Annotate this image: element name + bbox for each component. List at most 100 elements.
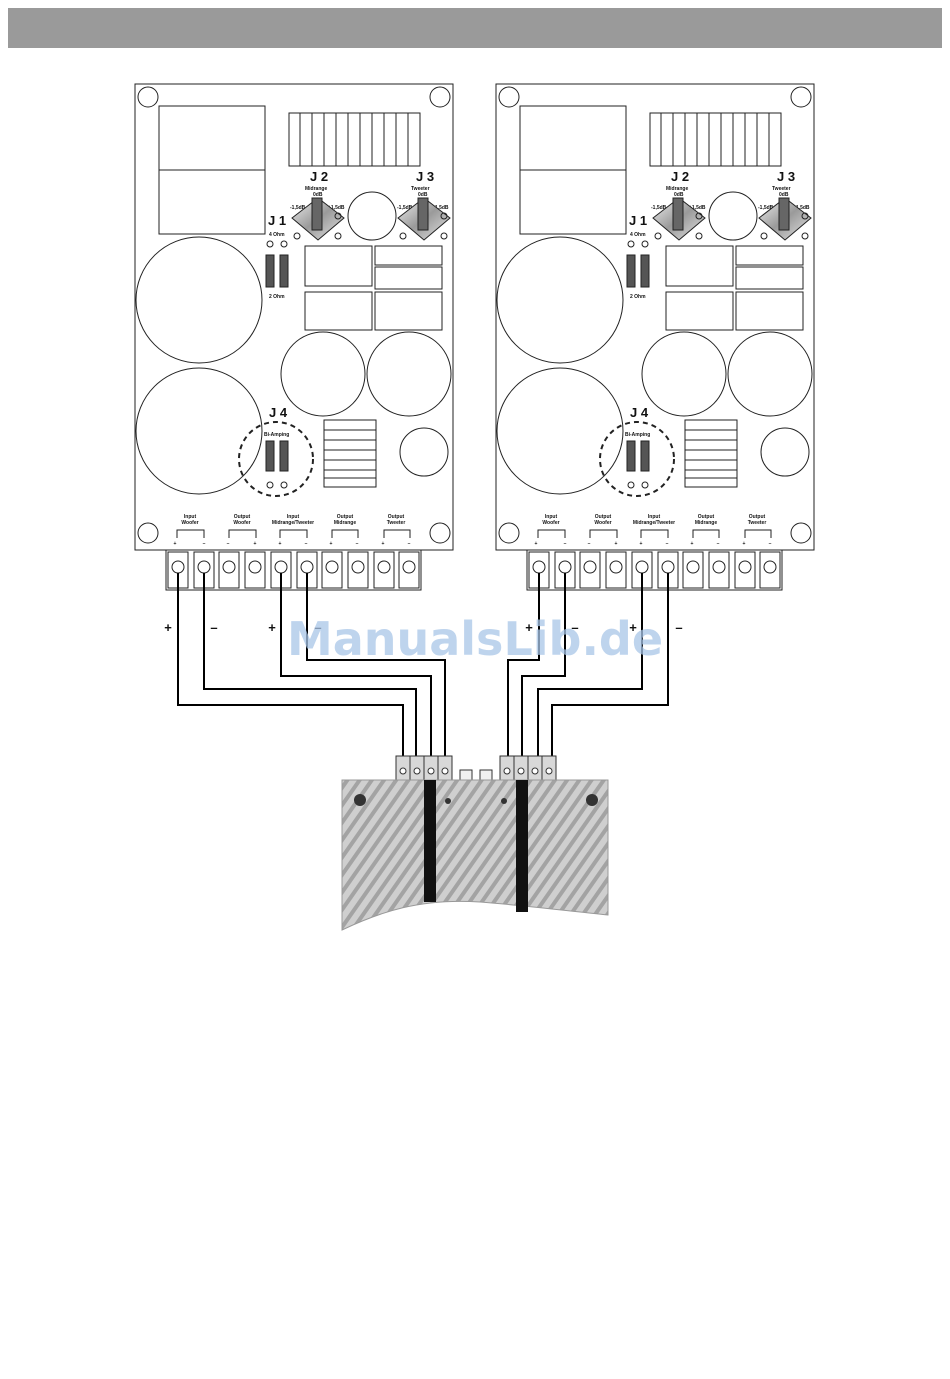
- polarity-sign: +: [164, 620, 172, 635]
- amp-terminal[interactable]: [527, 755, 543, 781]
- screw-terminal[interactable]: [321, 551, 343, 589]
- mounting-hole: [790, 86, 812, 108]
- j4-sub-label: Bi-Amping: [264, 432, 289, 438]
- polarity-sign: +: [629, 620, 637, 635]
- jumper-pin: [627, 481, 635, 489]
- jumper-j1[interactable]: [626, 254, 636, 288]
- j2-neg-label: -1,5dB: [290, 205, 306, 211]
- amp-heatsink-body: [341, 779, 609, 931]
- terminal-group-label: Midrange: [334, 520, 356, 526]
- screw-terminal[interactable]: [708, 551, 730, 589]
- terminal-group-label: Output: [337, 514, 354, 520]
- terminal-group-label: Woofer: [181, 520, 198, 526]
- j1-label: J 1: [268, 213, 286, 228]
- capacitor-large: [135, 236, 263, 364]
- jumper-pin: [266, 240, 274, 248]
- j2-sub-label: Midrange: [666, 186, 688, 192]
- jumper-j4[interactable]: [626, 440, 636, 472]
- terminal-group-label: Output: [234, 514, 251, 520]
- terminal-sign: –: [408, 541, 411, 547]
- j4-highlight-circle: [599, 421, 675, 497]
- amp-terminal[interactable]: [409, 755, 425, 781]
- mounting-hole: [429, 86, 451, 108]
- j3-sub-label: Tweeter: [411, 186, 430, 192]
- j3-neg-label: -1,5dB: [758, 205, 774, 211]
- jumper-j4[interactable]: [279, 440, 289, 472]
- polarity-sign: +: [268, 620, 276, 635]
- jumper-pin: [440, 212, 448, 220]
- screw-terminal[interactable]: [579, 551, 601, 589]
- j3-label: J 3: [777, 169, 795, 184]
- bracket-marks: [537, 529, 772, 538]
- jumper-j3[interactable]: [417, 197, 429, 231]
- screw-terminal[interactable]: [347, 551, 369, 589]
- screw-terminal[interactable]: [218, 551, 240, 589]
- amp-terminal[interactable]: [541, 755, 557, 781]
- screw-terminal[interactable]: [373, 551, 395, 589]
- component-block: [374, 245, 443, 266]
- amp-terminal-row: [395, 755, 557, 781]
- wire-left-woofer-plus: [177, 573, 404, 760]
- jumper-j1[interactable]: [265, 254, 275, 288]
- mounting-hole: [137, 522, 159, 544]
- j1-label: J 1: [629, 213, 647, 228]
- jumper-pin: [801, 232, 809, 240]
- capacitor-large: [496, 236, 624, 364]
- screw-terminal[interactable]: [244, 551, 266, 589]
- polarity-sign: –: [314, 620, 321, 635]
- capacitor-small: [399, 427, 449, 477]
- amp-screw-hole: [586, 794, 598, 806]
- screw-terminal[interactable]: [759, 551, 781, 589]
- jumper-j2[interactable]: [311, 197, 323, 231]
- j1-bottom-label: 2 Ohm: [269, 294, 285, 300]
- jumper-pin: [760, 232, 768, 240]
- polarity-sign: +: [525, 620, 533, 635]
- amp-terminal[interactable]: [437, 755, 453, 781]
- j2-pos-label: +1,5dB: [328, 205, 345, 211]
- terminal-sign: –: [227, 541, 230, 547]
- jumper-pin: [695, 232, 703, 240]
- terminal-sign: +: [254, 541, 257, 547]
- polarity-sign: –: [210, 620, 217, 635]
- wire-left-mid-minus: [306, 573, 446, 760]
- terminal-sign: +: [174, 541, 177, 547]
- jumper-j1[interactable]: [279, 254, 289, 288]
- crossover-board-left: J 1 4 Ohm 2 Ohm J 2 Midrange 0dB -1,5dB …: [134, 83, 454, 591]
- screw-terminal[interactable]: [734, 551, 756, 589]
- jumper-pin: [334, 232, 342, 240]
- amp-terminal[interactable]: [499, 755, 515, 781]
- j2-sub-label: Midrange: [305, 186, 327, 192]
- screw-terminal[interactable]: [398, 551, 420, 589]
- jumper-pin: [280, 240, 288, 248]
- j4-label: J 4: [269, 405, 288, 420]
- amp-terminal[interactable]: [513, 755, 529, 781]
- j3-zero-label: 0dB: [779, 192, 789, 198]
- component-block: [374, 291, 443, 331]
- wire-left-woofer-minus: [203, 573, 417, 760]
- terminal-group-label: Input: [287, 514, 300, 520]
- jumper-pin: [266, 481, 274, 489]
- screw-terminal[interactable]: [682, 551, 704, 589]
- jumper-j3[interactable]: [778, 197, 790, 231]
- mounting-hole: [429, 522, 451, 544]
- capacitor-medium: [641, 331, 727, 417]
- capacitor-large: [135, 367, 263, 495]
- jumper-j4[interactable]: [265, 440, 275, 472]
- speaker-wires: [177, 573, 669, 760]
- terminal-group-label: Woofer: [233, 520, 250, 526]
- amplifier: [341, 755, 609, 931]
- amp-terminal[interactable]: [423, 755, 439, 781]
- terminal-group-label: Midrange: [695, 520, 717, 526]
- terminal-group-label: Midrange/Tweeter: [272, 520, 314, 526]
- jumper-j4[interactable]: [640, 440, 650, 472]
- j2-zero-label: 0dB: [674, 192, 684, 198]
- terminal-sign: +: [640, 541, 643, 547]
- wire-right-mid-minus: [551, 573, 669, 760]
- jumper-j1[interactable]: [640, 254, 650, 288]
- jumper-j2[interactable]: [672, 197, 684, 231]
- component-block: [158, 169, 266, 235]
- screw-terminal[interactable]: [605, 551, 627, 589]
- amp-terminal[interactable]: [395, 755, 411, 781]
- mounting-hole: [137, 86, 159, 108]
- board-outline: [134, 83, 454, 551]
